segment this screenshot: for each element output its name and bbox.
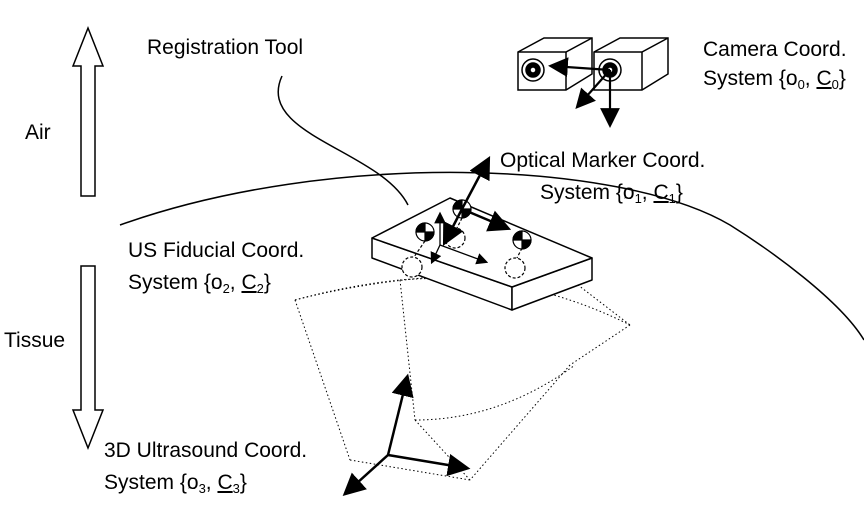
air-label: Air <box>25 121 51 144</box>
ultrasound-field-of-view <box>294 273 631 481</box>
tissue-label: Tissue <box>4 329 66 352</box>
ultrasound-coord-label: 3D Ultrasound Coord. <box>104 439 308 462</box>
ultrasound-axes <box>342 373 471 497</box>
ultrasound-system-label: System {o3, C3} <box>104 470 247 502</box>
us-fiducial-system-label: System {o2, C2} <box>128 270 271 302</box>
us-fiducial-axes <box>430 211 489 265</box>
registration-tool-block <box>371 197 593 311</box>
camera-axes <box>548 57 620 128</box>
camera-left <box>517 37 593 91</box>
camera-system-label: System {o0, C0} <box>703 66 846 98</box>
optical-system-label: System {o1, C1} <box>540 180 683 212</box>
tissue-surface-curve <box>119 171 864 341</box>
tool-cable <box>277 75 409 206</box>
camera-right <box>593 37 669 91</box>
optical-markers <box>415 199 532 250</box>
us-fiducial-coord-label: US Fiducial Coord. <box>128 239 305 262</box>
registration-tool-label: Registration Tool <box>147 36 304 59</box>
optical-coord-label: Optical Marker Coord. <box>500 149 706 172</box>
tissue-direction-arrow <box>71 265 105 451</box>
camera-coord-label: Camera Coord. <box>703 38 847 61</box>
optical-marker-axes <box>442 156 512 247</box>
air-direction-arrow <box>71 25 105 197</box>
